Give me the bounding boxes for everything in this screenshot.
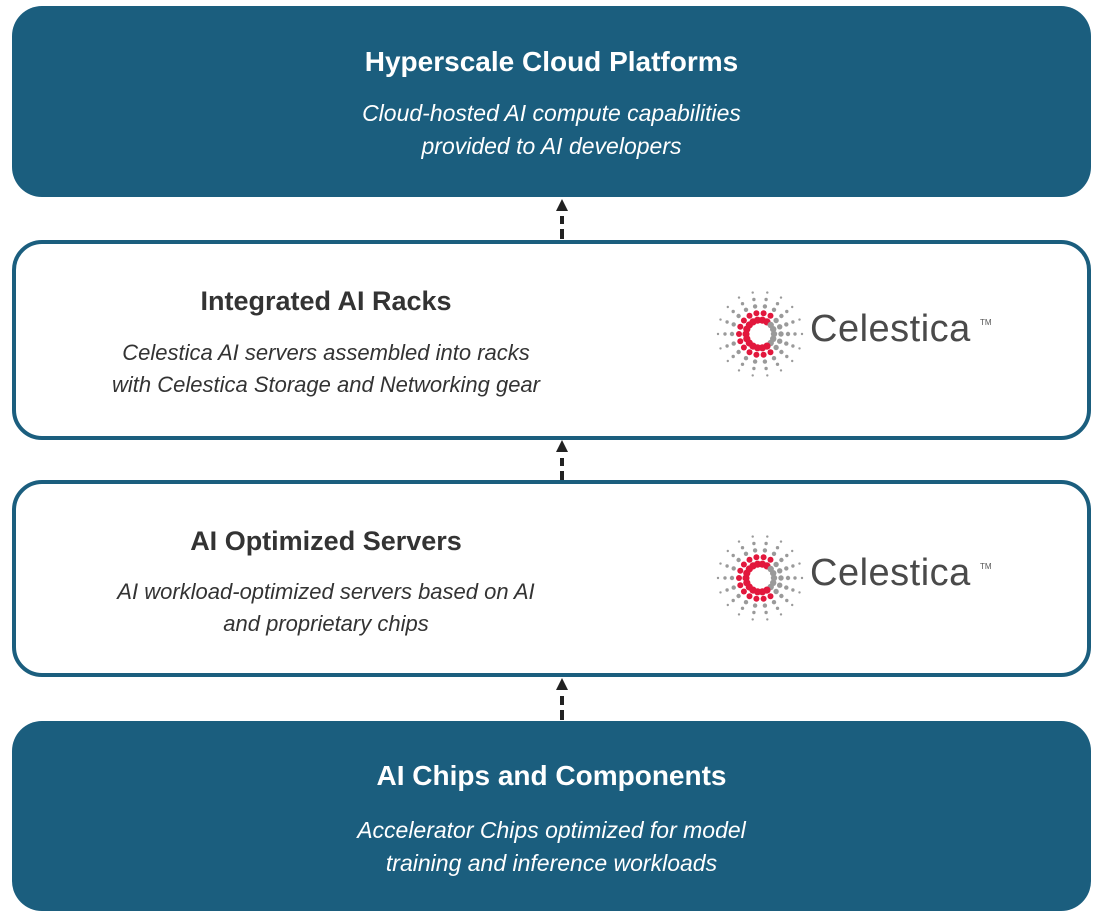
layer-description: Accelerator Chips optimized for model tr… bbox=[12, 814, 1091, 880]
description-line: provided to AI developers bbox=[421, 133, 682, 159]
trademark-mark: TM bbox=[980, 318, 992, 327]
ai-optimized-servers-box: AI Optimized Servers AI workload-optimiz… bbox=[12, 480, 1091, 677]
trademark-mark: TM bbox=[980, 562, 992, 571]
layer-title: Hyperscale Cloud Platforms bbox=[364, 46, 739, 77]
description-line: and proprietary chips bbox=[223, 611, 429, 636]
hyperscale-cloud-platforms-box: Hyperscale Cloud Platforms Cloud-hosted … bbox=[12, 6, 1091, 197]
layer-description: AI workload-optimized servers based on A… bbox=[16, 576, 636, 640]
description-line: AI workload-optimized servers based on A… bbox=[117, 579, 535, 604]
description-line: Accelerator Chips optimized for model bbox=[357, 817, 746, 843]
logo-wordmark: Celestica bbox=[810, 308, 971, 350]
description-line: training and inference workloads bbox=[385, 850, 718, 876]
description-line: Cloud-hosted AI compute capabilities bbox=[362, 100, 741, 126]
layer-title: Integrated AI Racks bbox=[200, 286, 452, 316]
dashed-up-arrow-icon bbox=[553, 198, 571, 240]
description-line: Celestica AI servers assembled into rack… bbox=[122, 340, 530, 365]
layer-description: Cloud-hosted AI compute capabilities pro… bbox=[12, 97, 1091, 163]
celestica-starburst-logo-icon bbox=[716, 535, 804, 621]
dashed-up-arrow-icon bbox=[553, 677, 571, 721]
dashed-up-arrow-icon bbox=[553, 439, 571, 481]
celestica-logo: Celestica TM bbox=[712, 284, 1002, 384]
layer-description: Celestica AI servers assembled into rack… bbox=[16, 337, 636, 401]
layer-title: AI Optimized Servers bbox=[190, 526, 462, 556]
logo-wordmark: Celestica bbox=[810, 552, 971, 594]
celestica-logo: Celestica TM bbox=[712, 528, 1002, 628]
ai-chips-and-components-box: AI Chips and Components Accelerator Chip… bbox=[12, 721, 1091, 911]
layer-title: AI Chips and Components bbox=[376, 760, 727, 791]
celestica-starburst-logo-icon bbox=[716, 291, 804, 377]
description-line: with Celestica Storage and Networking ge… bbox=[111, 372, 540, 397]
integrated-ai-racks-box: Integrated AI Racks Celestica AI servers… bbox=[12, 240, 1091, 440]
